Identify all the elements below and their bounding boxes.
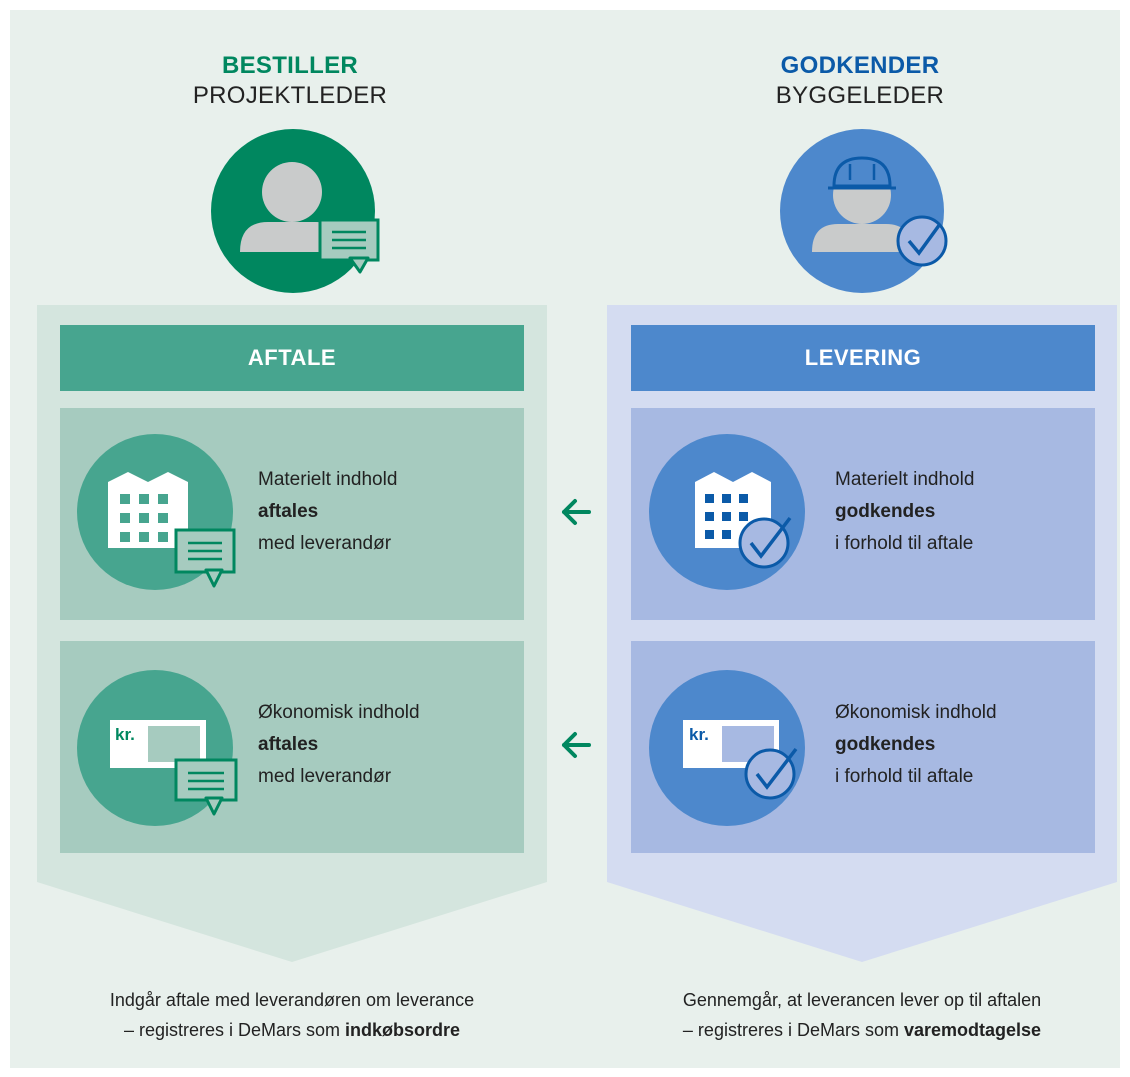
caption-prefix: – registreres i DeMars som bbox=[682, 1020, 904, 1040]
left-card-1-text: Materielt indhold aftales med leverandør bbox=[258, 464, 397, 560]
card-line3: i forhold til aftale bbox=[835, 766, 974, 787]
column-header-levering: LEVERING bbox=[631, 325, 1095, 391]
left-caption: Indgår aftale med leverandøren om levera… bbox=[37, 985, 547, 1045]
card-line3: i forhold til aftale bbox=[835, 533, 974, 554]
card-line2: aftales bbox=[258, 734, 319, 755]
building-check-icon bbox=[649, 434, 805, 590]
caption-line1: Gennemgår, at leverancen lever op til af… bbox=[682, 990, 1042, 1010]
role-title-bestiller: BESTILLER bbox=[221, 52, 359, 79]
project-manager-avatar-icon bbox=[211, 129, 380, 293]
card-line3: med leverandør bbox=[258, 766, 392, 787]
left-card-2-text: Økonomisk indhold aftales med leverandør bbox=[258, 697, 420, 793]
invoice-chat-icon bbox=[77, 670, 238, 826]
card-line3: med leverandør bbox=[258, 533, 392, 554]
caption-line2: – registreres i DeMars som indkøbsordre bbox=[37, 1015, 547, 1045]
right-caption: Gennemgår, at leverancen lever op til af… bbox=[607, 985, 1117, 1045]
column-header-aftale: AFTALE bbox=[60, 325, 524, 391]
right-column-chevron bbox=[607, 305, 1117, 962]
caption-prefix: – registreres i DeMars som bbox=[123, 1020, 346, 1040]
role-subtitle-byggeleder: BYGGELEDER bbox=[775, 82, 945, 109]
building-chat-icon bbox=[77, 434, 236, 590]
invoice-check-icon bbox=[649, 670, 805, 826]
right-card-2-text: Økonomisk indhold godkendes i forhold ti… bbox=[835, 697, 997, 793]
role-title-godkender: GODKENDER bbox=[780, 52, 940, 79]
card-line1: Økonomisk indhold bbox=[258, 702, 420, 723]
caption-bold-term: indkøbsordre bbox=[345, 1020, 461, 1040]
card-line2: godkendes bbox=[835, 734, 936, 755]
role-subtitle-projektleder: PROJEKTLEDER bbox=[192, 82, 388, 109]
arrow-left-icon bbox=[562, 732, 591, 758]
caption-bold-term: varemodtagelse bbox=[903, 1020, 1042, 1040]
construction-manager-avatar-icon bbox=[780, 129, 948, 293]
caption-line2: – registreres i DeMars som varemodtagels… bbox=[607, 1015, 1117, 1045]
invoice-label-right: kr. bbox=[689, 725, 709, 744]
left-column-chevron bbox=[37, 305, 547, 962]
card-line2: aftales bbox=[258, 501, 319, 522]
right-card-1-text: Materielt indhold godkendes i forhold ti… bbox=[835, 464, 974, 560]
card-line1: Materielt indhold bbox=[258, 469, 398, 490]
caption-line1: Indgår aftale med leverandøren om levera… bbox=[109, 990, 475, 1010]
invoice-label-left: kr. bbox=[115, 725, 135, 744]
card-line1: Økonomisk indhold bbox=[835, 702, 997, 723]
arrow-left-icon bbox=[562, 499, 591, 525]
card-line1: Materielt indhold bbox=[835, 469, 975, 490]
card-line2: godkendes bbox=[835, 501, 936, 522]
